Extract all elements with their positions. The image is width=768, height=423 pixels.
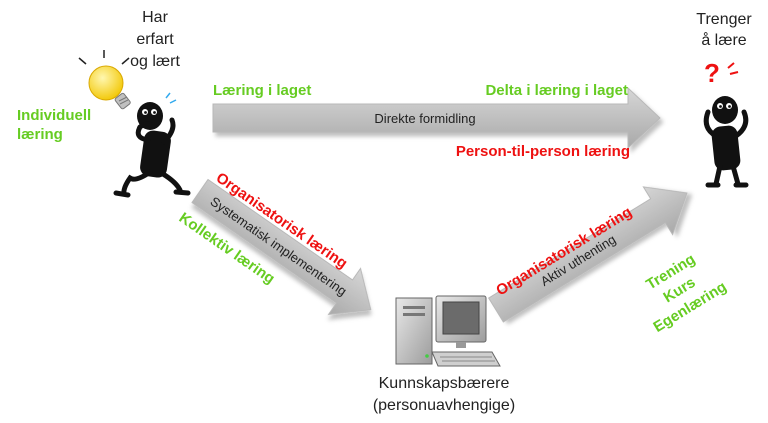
lightbulb-icon <box>78 50 131 110</box>
up-arrow-shape <box>487 186 688 323</box>
left-caption-line-3: og lært <box>130 53 180 70</box>
left-caption: Har erfart og lært <box>130 9 180 70</box>
individuell-line-1: Individuell <box>17 107 91 124</box>
down-arrow-shape <box>191 178 372 316</box>
left-person-figure <box>113 92 191 198</box>
left-caption-line-1: Har <box>142 9 168 26</box>
up-green-label-group: Trening Kurs Egenlæring <box>643 251 729 336</box>
individuell-line-2: læring <box>17 126 63 143</box>
computer-caption-line-2: (personuavhengige) <box>373 397 515 414</box>
individuell-laering-label: Individuell læring <box>17 107 91 143</box>
top-arrow: Direkte formidling <box>212 86 661 150</box>
left-caption-line-2: erfart <box>136 31 174 48</box>
right-person-figure <box>703 96 749 188</box>
right-caption: Trenger å lære <box>696 11 752 49</box>
question-mark-icon: ? <box>704 58 739 88</box>
laering-i-laget-label: Læring i laget <box>213 82 311 99</box>
right-caption-line-2: å lære <box>701 31 746 49</box>
top-arrow-shape <box>212 86 661 150</box>
delta-i-laering-label: Delta i læring i laget <box>485 82 628 99</box>
person-til-person-label: Person-til-person læring <box>456 143 630 160</box>
top-arrow-label: Direkte formidling <box>374 111 475 126</box>
computer-caption-line-1: Kunnskapsbærere <box>379 375 510 392</box>
svg-text:?: ? <box>704 58 720 88</box>
right-caption-line-1: Trenger <box>696 11 752 28</box>
computer-caption: Kunnskapsbærere (personuavhengige) <box>373 375 515 414</box>
down-arrow: Systematisk implementering <box>191 178 372 316</box>
computer-icon <box>395 295 501 367</box>
